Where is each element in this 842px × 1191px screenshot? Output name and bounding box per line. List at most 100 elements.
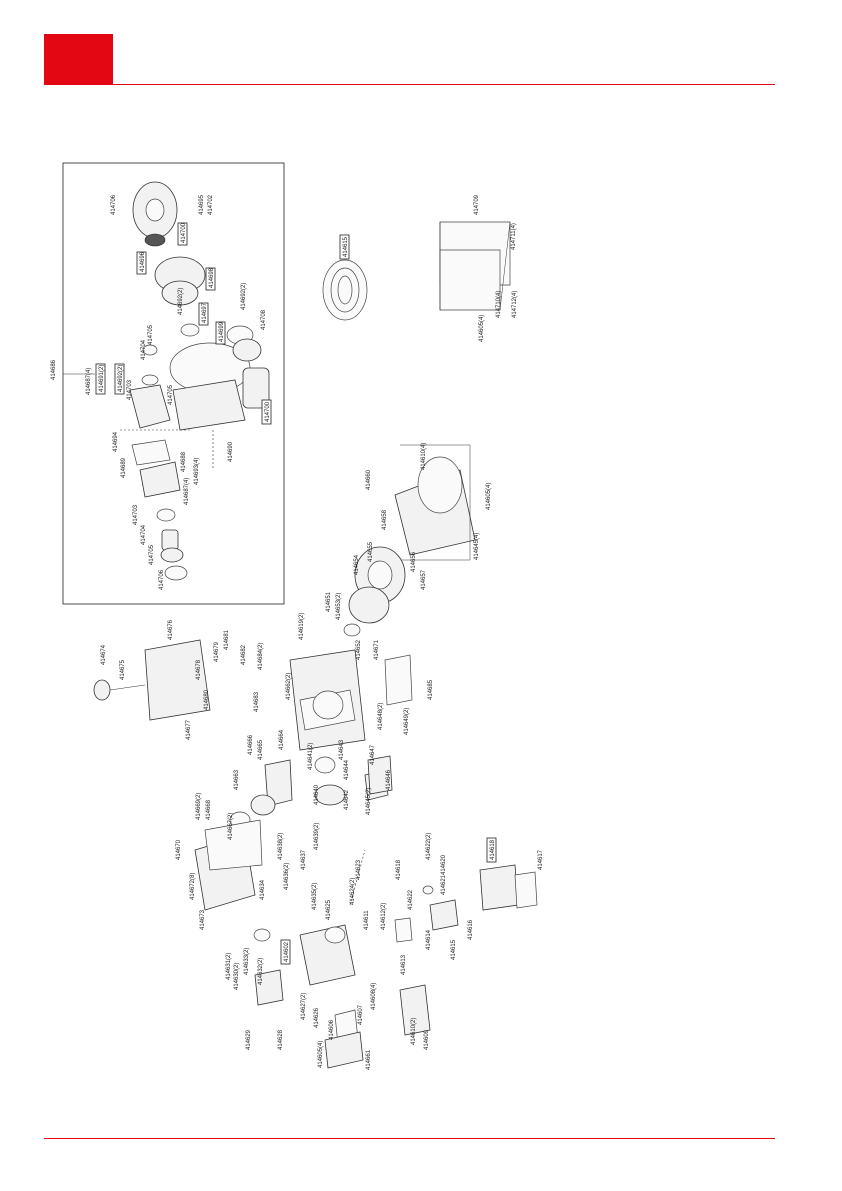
part-label: 414706: [111, 194, 117, 215]
svg-text:414700: 414700: [181, 222, 187, 243]
part-label: 414693(4): [194, 458, 200, 485]
outlet-fitting: [232, 338, 262, 362]
header-accent-block: [44, 34, 113, 85]
hose-clamp: [160, 547, 184, 563]
part-label: 414708: [261, 309, 267, 330]
muffler-cover: [254, 969, 284, 1006]
inset-group-label: 414686: [51, 359, 57, 380]
control-bracket: [384, 654, 413, 706]
part-label: 414660: [366, 469, 372, 490]
part-label: 414618: [396, 859, 402, 880]
part-label: 414612(2): [381, 903, 387, 930]
svg-text:414691(2): 414691(2): [99, 365, 105, 392]
part-label: 414631(2): [226, 953, 232, 980]
part-label: 414666: [248, 734, 254, 755]
part-label: 414641(2): [308, 743, 314, 770]
inlet-gasket: [131, 439, 171, 466]
svg-text:414698: 414698: [209, 267, 215, 288]
part-label: 414621: [441, 874, 447, 895]
part-label: 414689: [121, 457, 127, 478]
mechanical-seal: [144, 233, 166, 247]
part-label: 414606: [329, 1019, 335, 1040]
rocker-cover: [324, 1031, 364, 1069]
part-label: 414614: [426, 929, 432, 950]
part-label: 414673: [200, 909, 206, 930]
svg-text:414602: 414602: [284, 941, 290, 962]
part-label: 414645(2): [366, 788, 372, 815]
part-label: 414663: [234, 769, 240, 790]
part-label: 414675: [120, 659, 126, 680]
svg-text:414697: 414697: [202, 302, 208, 323]
boxed-label: 414618: [486, 837, 497, 863]
part-label: 414688: [181, 451, 187, 472]
part-label: 414679: [214, 641, 220, 662]
part-label: 414627(2): [301, 993, 307, 1020]
part-label: 414665: [258, 739, 264, 760]
part-label: 414643: [339, 739, 345, 760]
part-label: 414629: [246, 1029, 252, 1050]
boxed-label: 414700: [261, 399, 272, 425]
part-label: 414635(2): [312, 883, 318, 910]
footer-rule: [44, 1138, 775, 1139]
part-label: 414690: [228, 441, 234, 462]
part-label: 414605(4): [318, 1041, 324, 1068]
governor-arm: [367, 755, 393, 795]
part-label: 414684(2): [258, 643, 264, 670]
part-label: 414651: [326, 591, 332, 612]
muffler-shield: [399, 984, 431, 1036]
part-label: 414680: [204, 689, 210, 710]
header-rule: [44, 84, 775, 85]
fuel-cap: [93, 679, 111, 701]
boxed-label: 414602: [280, 939, 291, 965]
carburetor: [429, 899, 459, 931]
part-label: 414610(2): [411, 1018, 417, 1045]
part-label: 414705: [148, 324, 154, 345]
part-label: 414632(2): [258, 958, 264, 985]
part-label: 414654: [354, 554, 360, 575]
volute: [161, 280, 199, 306]
part-label: 414608(4): [371, 983, 377, 1010]
piston: [314, 784, 346, 806]
part-label: 414628: [278, 1029, 284, 1050]
part-label: 414609: [424, 1029, 430, 1050]
part-label: 414682: [241, 644, 247, 665]
part-label: 414646: [386, 769, 392, 790]
air-cleaner: [479, 864, 519, 911]
hose-barb: [161, 529, 179, 551]
part-label: 414615: [451, 939, 457, 960]
boxed-label: 414615: [339, 234, 350, 260]
part-label: 414610(4): [421, 443, 427, 470]
part-label: 414677: [186, 719, 192, 740]
part-label: 414710(4): [496, 291, 502, 318]
part-label: 414668: [206, 799, 212, 820]
part-label: 414640: [314, 784, 320, 805]
part-label: 414703: [133, 504, 139, 525]
part-label: 414647: [370, 744, 376, 765]
svg-text:414615: 414615: [343, 236, 349, 257]
part-label: 414645(4): [474, 533, 480, 560]
part-label: 414685: [428, 679, 434, 700]
svg-text:414696: 414696: [140, 251, 146, 272]
part-label: 414658: [382, 509, 388, 530]
part-label: 414671: [374, 639, 380, 660]
part-label: 414687(4): [184, 478, 190, 505]
inset-frame: [62, 162, 285, 605]
boxed-label: 414698: [205, 267, 216, 291]
part-label: 414664: [279, 729, 285, 750]
part-label: 414616: [468, 919, 474, 940]
flywheel: [348, 586, 390, 624]
boxed-label: 414697: [198, 302, 209, 326]
part-label: 414678: [196, 659, 202, 680]
part-label: 414611: [364, 910, 370, 930]
part-label: 414692(2): [178, 288, 184, 315]
part-label: 414605(4): [486, 483, 492, 510]
part-label: 414636(2): [284, 863, 290, 890]
part-label: 414623: [356, 859, 362, 880]
part-label: 414703: [127, 379, 133, 400]
part-label: 414656: [411, 551, 417, 572]
boxed-label: 414691(2): [95, 363, 106, 395]
part-label: 414625: [326, 899, 332, 920]
part-label: 414607: [358, 1004, 364, 1025]
part-label: 414704: [141, 339, 147, 360]
part-label: 414649(2): [404, 708, 410, 735]
